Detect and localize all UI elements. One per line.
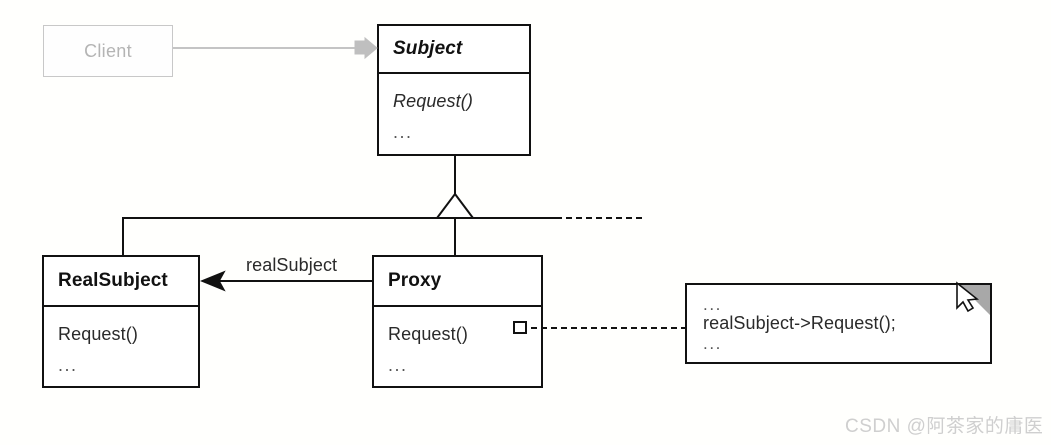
operation-request: Request(): [58, 323, 138, 344]
generalization-crossbar-dashed-extension: [566, 217, 642, 219]
class-operations-realsubject: Request() ...: [44, 307, 198, 386]
class-name-realsubject: RealSubject: [58, 269, 168, 291]
class-name-client: Client: [84, 40, 132, 61]
class-operations-subject: Request() ...: [379, 74, 529, 154]
edge-proxy-to-note: [531, 327, 687, 329]
class-box-client[interactable]: Client: [43, 25, 173, 77]
note-box-proxy-implementation[interactable]: ... realSubject->Request(); ...: [685, 283, 992, 364]
operation-request: Request(): [393, 91, 473, 112]
class-box-subject[interactable]: Subject Request() ...: [377, 24, 531, 156]
note-fold-corner-icon: [960, 285, 990, 315]
class-header-realsubject: RealSubject: [44, 257, 198, 307]
class-header-subject: Subject: [379, 26, 529, 74]
edge-proxy-to-realsubject: [210, 280, 373, 282]
edge-label-realsubject: realSubject: [246, 255, 338, 275]
generalization-drop-proxy: [454, 217, 456, 256]
class-box-proxy[interactable]: Proxy Request() ...: [372, 255, 543, 388]
edge-client-to-subject: [173, 47, 365, 49]
note-line-ellipsis-bottom: ...: [703, 333, 722, 353]
note-line-code: realSubject->Request();: [703, 313, 896, 334]
class-name-subject: Subject: [393, 37, 463, 59]
generalization-crossbar: [122, 217, 562, 219]
generalization-drop-realsubject: [122, 217, 124, 256]
generalization-triangle-icon: [435, 192, 475, 219]
class-box-realsubject[interactable]: RealSubject Request() ...: [42, 255, 200, 388]
operation-ellipsis: ...: [388, 354, 408, 375]
class-operations-proxy: Request() ...: [374, 307, 541, 386]
class-name-proxy: Proxy: [388, 269, 442, 291]
note-line-ellipsis-top: ...: [703, 295, 722, 315]
generalization-stem-subject: [454, 156, 456, 196]
operation-ellipsis: ...: [393, 122, 413, 142]
operation-request: Request(): [388, 323, 468, 344]
class-header-proxy: Proxy: [374, 257, 541, 307]
watermark-csdn: CSDN @阿茶家的庸医: [845, 416, 1044, 437]
operation-ellipsis: ...: [58, 354, 78, 375]
